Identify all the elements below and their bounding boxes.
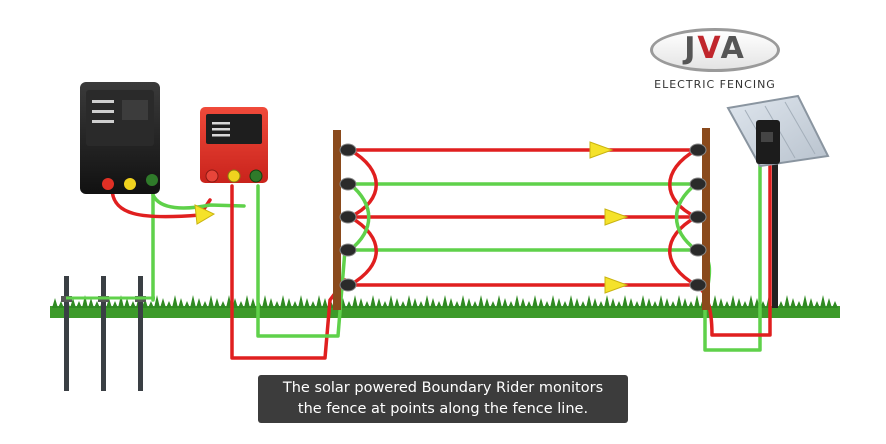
- caption-line-2: the fence at points along the fence line…: [297, 401, 589, 417]
- caption-line-1: The solar powered Boundary Rider monitor…: [282, 380, 604, 396]
- insulator-icon: [339, 243, 357, 257]
- insulator-icon: [689, 243, 707, 257]
- current-arrow-icon: [604, 208, 629, 226]
- logo-subtitle: ELECTRIC FENCING: [654, 78, 776, 91]
- current-arrow-icon: [604, 276, 629, 294]
- boundary-rider-unit-icon: [726, 94, 830, 308]
- caption-box: The solar powered Boundary Rider monitor…: [258, 375, 628, 423]
- insulator-icon: [339, 143, 357, 157]
- earth-stake-icon: [61, 276, 72, 391]
- fence-post-left: [333, 130, 341, 310]
- logo-letter: A: [720, 31, 746, 66]
- insulator-icon: [339, 177, 357, 191]
- logo-letter: V: [697, 31, 721, 66]
- red-energiser-icon: [200, 107, 268, 183]
- insulator-icon: [339, 210, 357, 224]
- earth-stake-group: [61, 276, 155, 391]
- insulator-icon: [689, 210, 707, 224]
- insulators: [339, 143, 707, 292]
- insulator-icon: [689, 278, 707, 292]
- ground: [50, 295, 840, 318]
- insulator-icon: [689, 177, 707, 191]
- energiser-unit-icon: [80, 82, 160, 194]
- earth-stake-icon: [135, 276, 146, 391]
- earth-stake-icon: [98, 276, 109, 391]
- current-arrow-icon: [589, 141, 614, 159]
- logo-letter: J: [684, 31, 698, 66]
- insulator-icon: [339, 278, 357, 292]
- logo-oval: [650, 28, 780, 72]
- logo-mark: JVA: [650, 31, 780, 66]
- insulator-icon: [689, 143, 707, 157]
- jva-logo: JVA ELECTRIC FENCING: [640, 28, 790, 98]
- current-arrow-icon: [194, 204, 216, 225]
- current-arrows: [194, 141, 629, 294]
